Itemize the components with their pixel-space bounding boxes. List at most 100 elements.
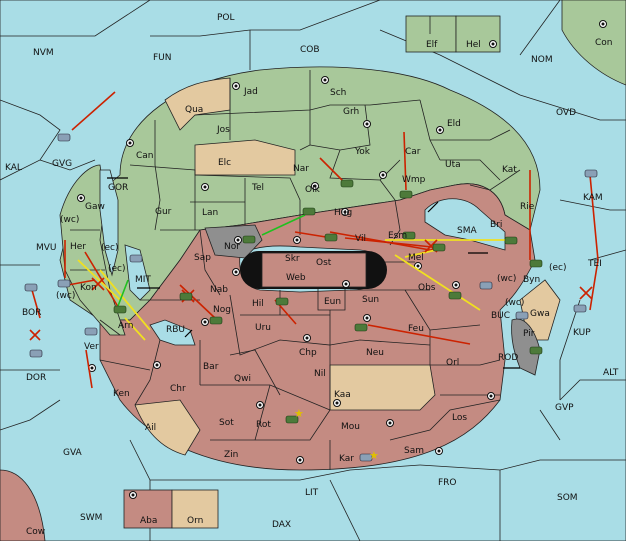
supply-centers: [77, 20, 607, 499]
label-BUC: BUC: [491, 311, 510, 321]
label-Wmp: Wmp: [402, 175, 426, 185]
fleet-unit-icon: [584, 169, 598, 178]
fleet-unit-icon: [24, 283, 38, 292]
label-Web: Web: [286, 273, 306, 283]
label-Bar: Bar: [203, 362, 219, 372]
label-Con: Con: [595, 38, 613, 48]
label-Uru: Uru: [255, 323, 271, 333]
label-GVA: GVA: [63, 448, 83, 458]
army-unit-icon: [529, 259, 543, 268]
fleet-unit-icon: [57, 279, 71, 288]
supply-center-icon: [311, 182, 319, 190]
label-Eld: Eld: [447, 119, 461, 129]
label-SWM: SWM: [80, 513, 102, 523]
center-lake-land: [261, 252, 367, 288]
fleet-unit-icon: [359, 453, 373, 462]
dislodged-x-icon: [29, 329, 41, 341]
label-Chp: Chp: [299, 348, 317, 358]
star-icon: ★: [369, 449, 379, 462]
svg-text:★: ★: [369, 449, 379, 462]
label-Skr: Skr: [285, 254, 300, 264]
label-KUP: KUP: [573, 328, 591, 338]
label-Ver: Ver: [84, 342, 99, 352]
army-unit-icon: [209, 316, 223, 325]
supply-center-icon: [363, 314, 371, 322]
label-Rie: Rie: [520, 202, 535, 212]
label-Elc: Elc: [218, 158, 231, 168]
label-Gaw: Gaw: [85, 202, 105, 212]
label-Qwi: Qwi: [234, 374, 251, 384]
label-Orn: Orn: [187, 516, 203, 526]
label-SOM: SOM: [557, 493, 578, 503]
label-Sch: Sch: [330, 88, 346, 98]
supply-center-icon: [303, 334, 311, 342]
label-COB: COB: [300, 45, 320, 55]
coast-tag: (ec): [549, 263, 567, 273]
label-Sap: Sap: [194, 253, 211, 263]
supply-center-icon: [126, 139, 134, 147]
army-unit-icon: [402, 231, 416, 240]
label-Ail: Ail: [145, 423, 156, 433]
supply-center-icon: [386, 419, 394, 427]
coast-tag: (wc): [497, 274, 516, 284]
coast-tag: (wc): [56, 291, 75, 301]
label-Jad: Jad: [243, 87, 258, 97]
label-Hel: Hel: [466, 40, 481, 50]
label-Feu: Feu: [408, 324, 424, 334]
label-Vil: Vil: [355, 234, 366, 244]
label-DOR: DOR: [26, 373, 46, 383]
fleet-unit-icon: [479, 281, 493, 290]
label-Car: Car: [405, 147, 421, 157]
label-Mou: Mou: [341, 422, 360, 432]
coast-tag: (ec): [101, 243, 119, 253]
army-unit-icon: [504, 236, 518, 245]
supply-center-icon: [153, 361, 161, 369]
supply-center-icon: [487, 392, 495, 400]
region-Pir-gray: [511, 318, 541, 376]
label-Hug: Hug: [334, 208, 352, 218]
label-Uta: Uta: [445, 160, 461, 170]
label-GOR: GOR: [108, 183, 128, 193]
label-SMA: SMA: [457, 226, 477, 236]
label-Cow: Cow: [26, 527, 45, 537]
label-Mel: Mel: [408, 253, 424, 263]
fleet-unit-icon: [515, 311, 529, 320]
label-POL: POL: [217, 13, 235, 23]
fleet-unit-icon: [57, 133, 71, 142]
supply-center-icon: [201, 183, 209, 191]
army-unit-icon: [179, 292, 193, 301]
supply-center-icon: [232, 268, 240, 276]
units: ★ ★: [24, 133, 598, 462]
label-Olk: Olk: [305, 185, 321, 195]
label-Ken: Ken: [113, 389, 130, 399]
label-FRO: FRO: [438, 478, 457, 488]
supply-center-icon: [342, 280, 350, 288]
army-unit-icon: [324, 233, 338, 242]
region-Kaa: [329, 364, 436, 411]
label-Byn: Byn: [523, 275, 540, 285]
supply-center-icon: [293, 236, 301, 244]
label-Arn: Arn: [118, 321, 133, 331]
label-Kon: Kon: [80, 283, 97, 293]
label-Qua: Qua: [185, 105, 203, 115]
label-Esm: Esm: [388, 231, 407, 241]
army-unit-icon: [275, 297, 289, 306]
army-unit-icon: [354, 323, 368, 332]
dislodged-x-icon: [91, 277, 105, 291]
label-RBU: RBU: [166, 325, 185, 335]
army-unit-icon: [113, 305, 127, 314]
army-unit-icon: [448, 291, 462, 300]
label-KAM: KAM: [583, 193, 603, 203]
fleet-unit-icon: [129, 254, 143, 263]
star-icon: ★: [294, 407, 304, 420]
label-DAX: DAX: [272, 520, 291, 530]
coast-labels: (wc) (ec) (ec) (wc) (wc) (ec) (wc): [56, 215, 567, 308]
supply-center-icon: [234, 236, 242, 244]
label-OVD: OVD: [556, 108, 576, 118]
supply-center-icon: [77, 194, 85, 202]
region-Qua: [164, 77, 231, 131]
label-Sam: Sam: [404, 446, 424, 456]
region-Aba-Orn: [123, 489, 219, 529]
label-Her: Her: [70, 242, 86, 252]
supply-center-icon: [333, 399, 341, 407]
